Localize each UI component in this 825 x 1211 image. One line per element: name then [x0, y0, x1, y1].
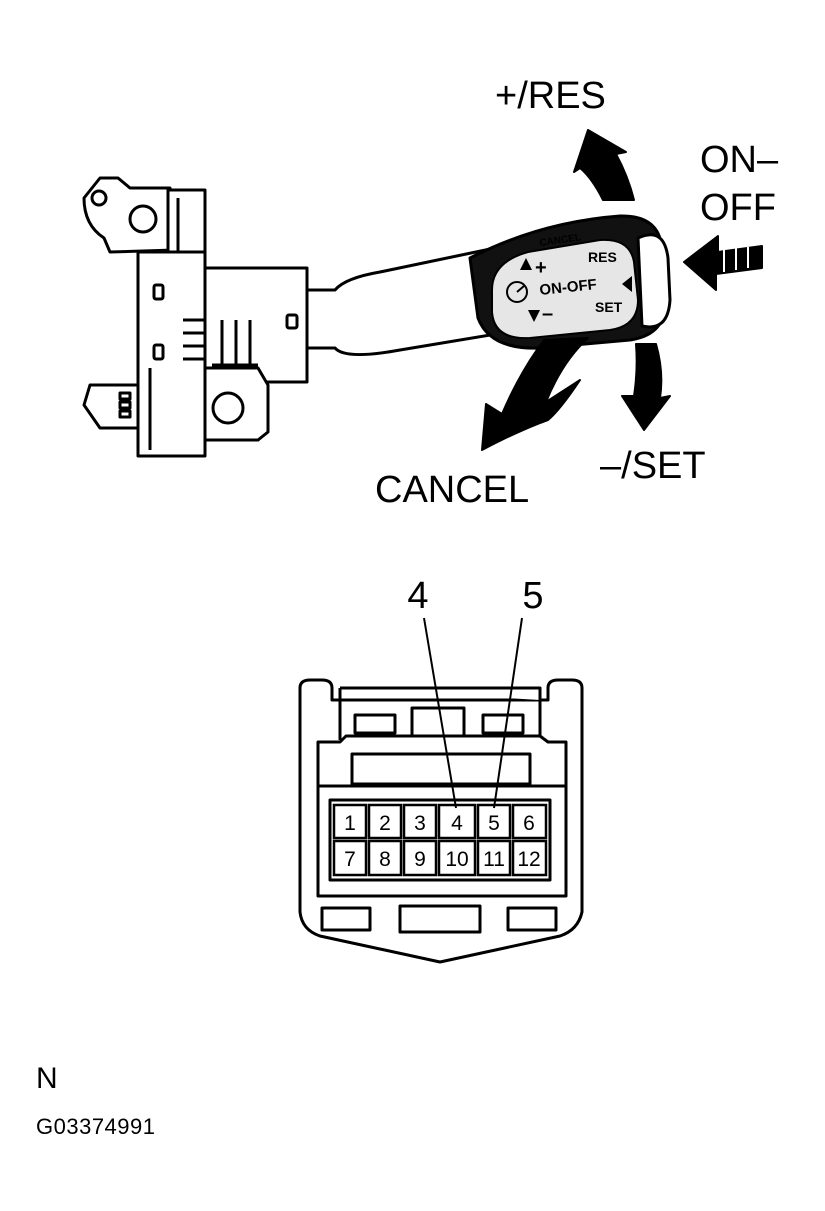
lever-on-off-text: ON-OFF	[539, 276, 598, 299]
pin-numbers: 1 2 3 4 5 6 7 8 9 10 11 12	[344, 812, 541, 871]
pin-cell	[437, 839, 477, 877]
lever-plus-text: +	[535, 257, 547, 279]
lever-minus-text: –	[542, 303, 553, 325]
pin-cell	[402, 839, 438, 877]
motion-arrows	[481, 129, 763, 451]
pin-cell	[476, 839, 512, 877]
figure-letter: N	[36, 1062, 58, 1095]
lever-down-triangle-icon	[528, 310, 540, 322]
set-label: –/SET	[600, 445, 706, 487]
pin-cell	[332, 803, 368, 840]
lever-face-text: CANCEL + RES ON-OFF – SET	[506, 232, 632, 325]
pin-label: 8	[379, 848, 391, 871]
pin-label: 1	[344, 812, 356, 835]
lever-up-triangle-icon	[520, 258, 532, 270]
callout-pin-5: 5	[522, 575, 543, 617]
cruise-speedometer-icon	[506, 281, 528, 303]
pin-cell	[511, 839, 548, 877]
pin-cell	[332, 839, 368, 877]
lever-set-text: SET	[595, 299, 623, 315]
on-off-label-line1: ON–	[700, 139, 779, 181]
connector-pins	[332, 803, 548, 877]
pin-label: 9	[414, 848, 426, 871]
figure-id: G03374991	[36, 1114, 156, 1139]
pin-label: 12	[517, 848, 540, 871]
callout-line-5	[493, 617, 523, 809]
pin-cell	[437, 803, 477, 840]
lever-left-triangle-icon	[622, 276, 632, 292]
pin-cell	[511, 803, 548, 840]
pin-cell	[402, 803, 438, 840]
cancel-arrow-icon	[481, 337, 589, 451]
callout-line-4	[423, 617, 457, 809]
pin-callouts: 4 5	[407, 575, 544, 809]
pin-label: 3	[414, 812, 426, 835]
pin-label: 6	[523, 812, 535, 835]
lever-res-text: RES	[588, 249, 617, 265]
callout-pin-4: 4	[407, 575, 428, 617]
set-down-arrow-icon	[621, 343, 671, 431]
pin-label: 2	[379, 812, 391, 835]
cancel-label: CANCEL	[375, 469, 529, 511]
switch-mount	[82, 176, 309, 458]
pin-label: 4	[451, 812, 463, 835]
pin-cell	[367, 803, 403, 840]
on-off-label-line2: OFF	[700, 187, 776, 229]
pin-label: 7	[344, 848, 356, 871]
pin-label: 11	[483, 848, 505, 871]
lever	[305, 214, 672, 357]
pin-cell	[367, 839, 403, 877]
pin-label: 10	[445, 848, 468, 871]
res-up-arrow-icon	[573, 129, 635, 201]
res-label: +/RES	[495, 75, 606, 117]
pin-label: 5	[488, 812, 500, 835]
